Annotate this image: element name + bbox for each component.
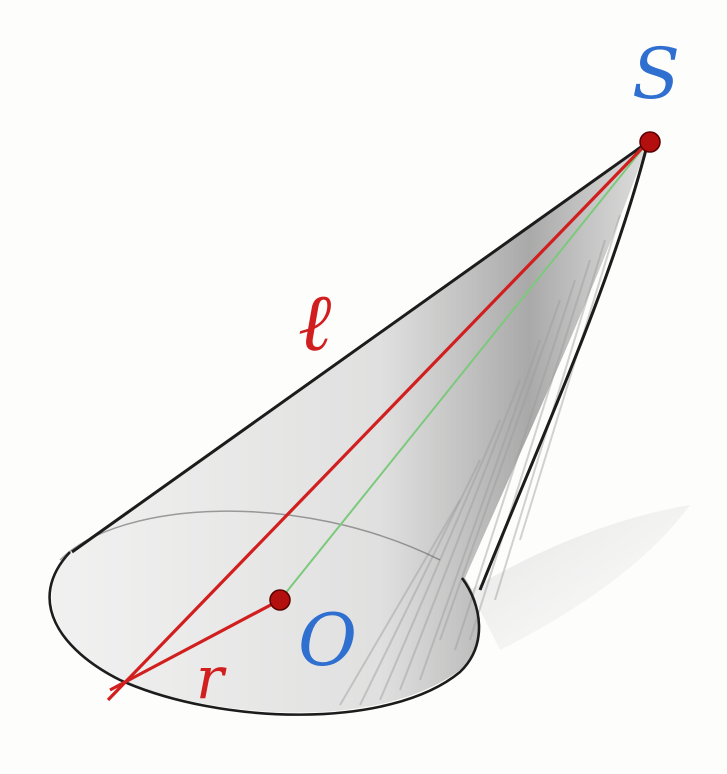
- hatching: [339, 214, 621, 706]
- height-line: [279, 141, 649, 601]
- radius-line: [109, 598, 281, 692]
- apex-point: [639, 131, 661, 153]
- cast-shadow: [470, 505, 690, 650]
- center-point: [269, 589, 291, 611]
- base-front-arc: [48, 551, 481, 716]
- center-label: O: [298, 598, 357, 682]
- left-generatrix: [71, 140, 649, 554]
- cone-surface: [51, 142, 648, 713]
- slant-height-label: ℓ: [298, 276, 331, 369]
- right-generatrix: [478, 141, 650, 591]
- slant-height-line: [106, 140, 650, 702]
- apex-label: S: [632, 33, 680, 115]
- radius-label: r: [196, 644, 227, 712]
